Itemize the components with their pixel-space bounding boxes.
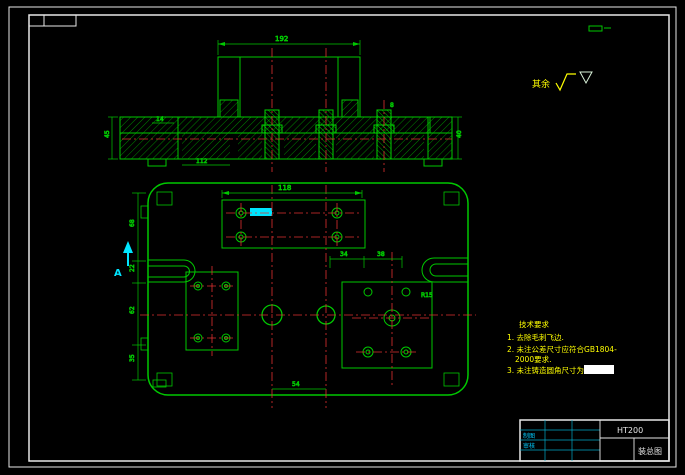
left-foot bbox=[147, 158, 167, 167]
drawing-border bbox=[8, 6, 677, 468]
dim-section-8: 8 bbox=[390, 102, 394, 109]
dim-section-112: 112 bbox=[196, 158, 208, 165]
triangle-symbol-icon bbox=[579, 71, 593, 85]
section-dimensions: 192 14 112 8 45 40 bbox=[104, 35, 463, 166]
dim-plan-left-4: 35 bbox=[129, 354, 136, 362]
title-block-material: HT200 bbox=[617, 426, 643, 435]
title-block-grid-right bbox=[599, 420, 669, 461]
dim-section-right: 40 bbox=[456, 130, 463, 138]
section-arrow-label: A bbox=[114, 268, 122, 279]
notes-line-2b: 2000要求. bbox=[515, 354, 551, 364]
title-block-row-label-1: 制图 bbox=[523, 432, 535, 440]
plate-outline bbox=[147, 182, 469, 396]
left-swing-slot bbox=[148, 259, 196, 283]
corner-reference-block bbox=[28, 14, 77, 27]
section-view: 192 14 112 8 45 40 bbox=[104, 35, 463, 172]
top-right-mark bbox=[588, 25, 611, 32]
dim-section-width: 192 bbox=[275, 35, 288, 43]
surface-finish-prefix: 其余 bbox=[532, 78, 550, 90]
notes-line-3: 3. 未注铸造圆角尺寸为 bbox=[507, 365, 584, 375]
dim-plan-left-1: 68 bbox=[129, 219, 136, 227]
lower-plate-hatch bbox=[182, 133, 424, 159]
dim-plan-54: 54 bbox=[292, 381, 300, 388]
dim-plan-38: 38 bbox=[377, 251, 385, 258]
right-pocket bbox=[341, 281, 433, 369]
surface-finish-note: 其余 bbox=[532, 71, 593, 92]
selection-highlight[interactable] bbox=[250, 208, 272, 216]
dim-section-14: 14 bbox=[156, 116, 164, 123]
notes-title: 技术要求 bbox=[519, 319, 549, 329]
plan-view: 118 34 38 68 22 62 35 54 R15 bbox=[114, 182, 476, 408]
dim-plan-r15: R15 bbox=[421, 292, 433, 299]
dim-plan-left-2: 22 bbox=[129, 264, 136, 272]
plate-corner-pads bbox=[140, 191, 460, 388]
title-block-row-label-2: 审核 bbox=[523, 442, 535, 450]
technical-notes: 技术要求 1. 去除毛刺飞边. 2. 未注公差尺寸应符合GB1804- 2000… bbox=[507, 319, 617, 375]
dim-plan-118: 118 bbox=[278, 184, 291, 192]
right-swing-slot bbox=[421, 257, 468, 283]
title-block: HT200 装总图 制图 审核 bbox=[519, 419, 670, 462]
roughness-icon bbox=[555, 73, 576, 92]
dim-section-left: 45 bbox=[104, 130, 111, 138]
section-arrow-a: A bbox=[114, 241, 133, 279]
notes-line-2: 2. 未注公差尺寸应符合GB1804- bbox=[507, 344, 617, 354]
plan-dimensions: 118 34 38 68 22 62 35 54 R15 bbox=[129, 184, 433, 390]
upper-die-block bbox=[217, 56, 361, 118]
right-foot bbox=[423, 158, 443, 167]
section-hatched-plates bbox=[119, 116, 453, 167]
dim-plan-34: 34 bbox=[340, 251, 348, 258]
notes-line-1: 1. 去除毛刺飞边. bbox=[507, 332, 564, 342]
title-block-drawing-name: 装总图 bbox=[638, 446, 662, 456]
title-block-grid-left bbox=[520, 420, 600, 461]
section-centerlines bbox=[122, 48, 452, 172]
top-pocket bbox=[221, 199, 366, 249]
plan-centerlines bbox=[140, 185, 476, 408]
notes-highlight[interactable] bbox=[584, 365, 614, 374]
dim-plan-left-3: 62 bbox=[129, 306, 136, 314]
